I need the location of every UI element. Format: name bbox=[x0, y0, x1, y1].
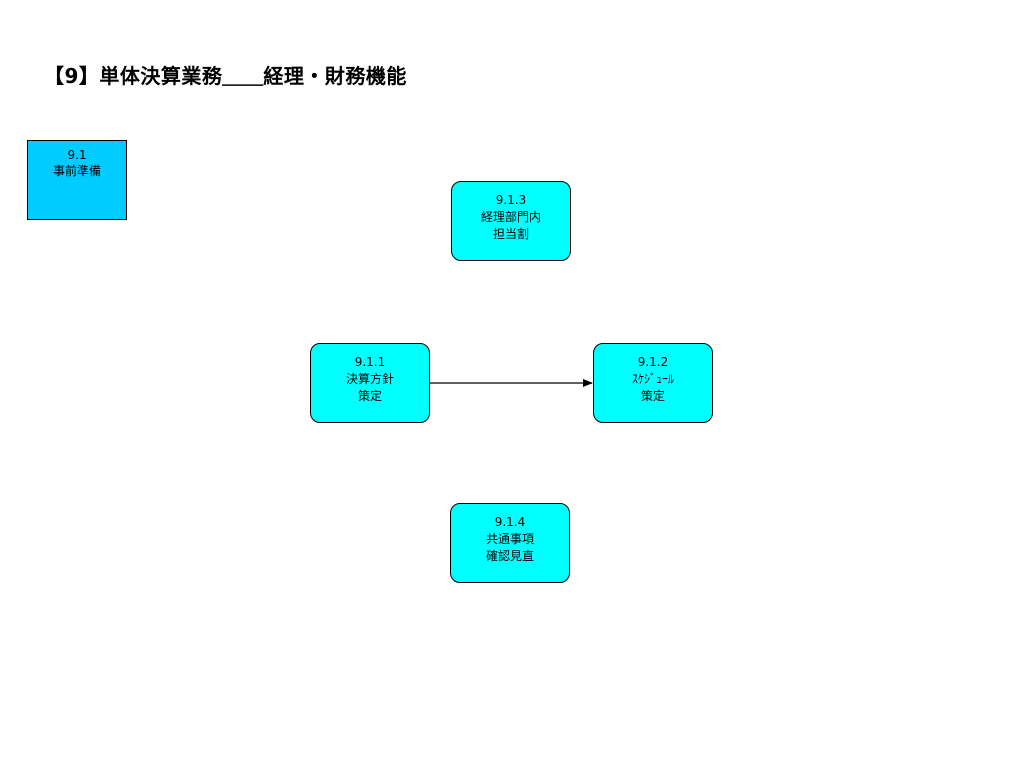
node-number: 9.1.4 bbox=[494, 515, 526, 529]
process-node-9-1-4[interactable]: 9.1.4 共通事項 確認見直 bbox=[450, 503, 570, 583]
node-label-line1: 決算方針 bbox=[345, 372, 394, 386]
node-number: 9.1.1 bbox=[354, 355, 386, 369]
node-number: 9.1.2 bbox=[637, 355, 669, 369]
process-node-9-1-1[interactable]: 9.1.1 決算方針 策定 bbox=[310, 343, 430, 423]
node-number: 9.1.3 bbox=[495, 193, 527, 207]
node-label-line2: 策定 bbox=[357, 389, 382, 403]
node-label-line2: 確認見直 bbox=[485, 549, 534, 563]
page-title: 【9】単体決算業務＿＿経理・財務機能 bbox=[44, 64, 407, 88]
node-label-line1: 経理部門内 bbox=[480, 210, 541, 224]
parent-number: 9.1 bbox=[67, 148, 87, 162]
node-label-line1: 共通事項 bbox=[485, 532, 534, 546]
process-node-9-1-2[interactable]: 9.1.2 ｽｹｼﾞｭｰﾙ 策定 bbox=[593, 343, 713, 423]
process-parent-box[interactable]: 9.1 事前準備 bbox=[27, 140, 127, 220]
parent-label: 事前準備 bbox=[52, 164, 101, 178]
node-label-line1: ｽｹｼﾞｭｰﾙ bbox=[631, 372, 674, 386]
process-node-9-1-3[interactable]: 9.1.3 経理部門内 担当割 bbox=[451, 181, 571, 261]
node-label-line2: 担当割 bbox=[492, 227, 529, 241]
node-label-line2: 策定 bbox=[640, 389, 665, 403]
